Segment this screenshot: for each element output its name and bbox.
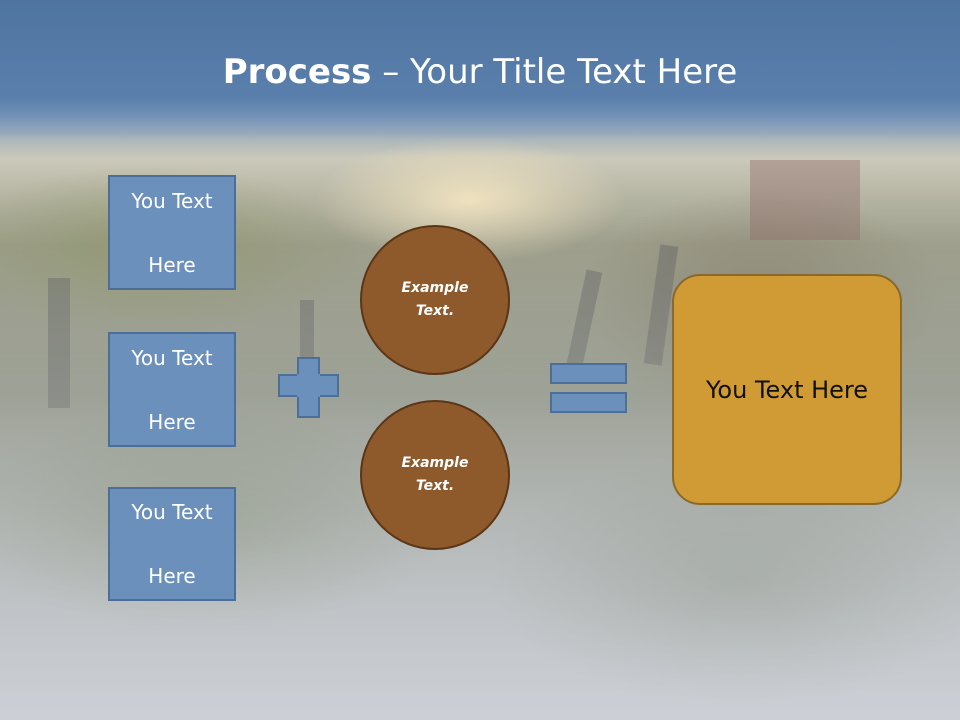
text-box-line: You Text [131, 345, 213, 370]
circle-text-line: Text. [415, 478, 455, 494]
title-rest: – Your Title Text Here [371, 52, 738, 92]
text-box-line: Here [148, 252, 196, 277]
circle-text-line: Example [401, 280, 469, 296]
text-box-1[interactable]: You Text Here [108, 175, 236, 290]
text-box-line: You Text [131, 500, 213, 524]
plus-icon-center [297, 374, 320, 397]
result-box[interactable]: You Text Here [672, 274, 902, 505]
text-box-3[interactable]: You Text Here [108, 487, 236, 601]
circle-text-line: Example [401, 455, 469, 471]
text-box-line: You Text [131, 188, 213, 213]
title-band [0, 0, 960, 140]
text-box-2[interactable]: You Text Here [108, 332, 236, 447]
slide-title: Process – Your Title Text Here [0, 52, 960, 92]
title-strong: Process [222, 52, 372, 92]
equals-icon [550, 363, 627, 384]
equals-icon [550, 392, 627, 413]
circle-text-line: Text. [415, 303, 455, 319]
text-box-line: Here [148, 564, 196, 588]
text-box-line: Here [148, 409, 196, 434]
result-text: You Text Here [705, 375, 869, 404]
example-circle-2[interactable]: Example Text. [360, 400, 510, 550]
example-circle-1[interactable]: Example Text. [360, 225, 510, 375]
